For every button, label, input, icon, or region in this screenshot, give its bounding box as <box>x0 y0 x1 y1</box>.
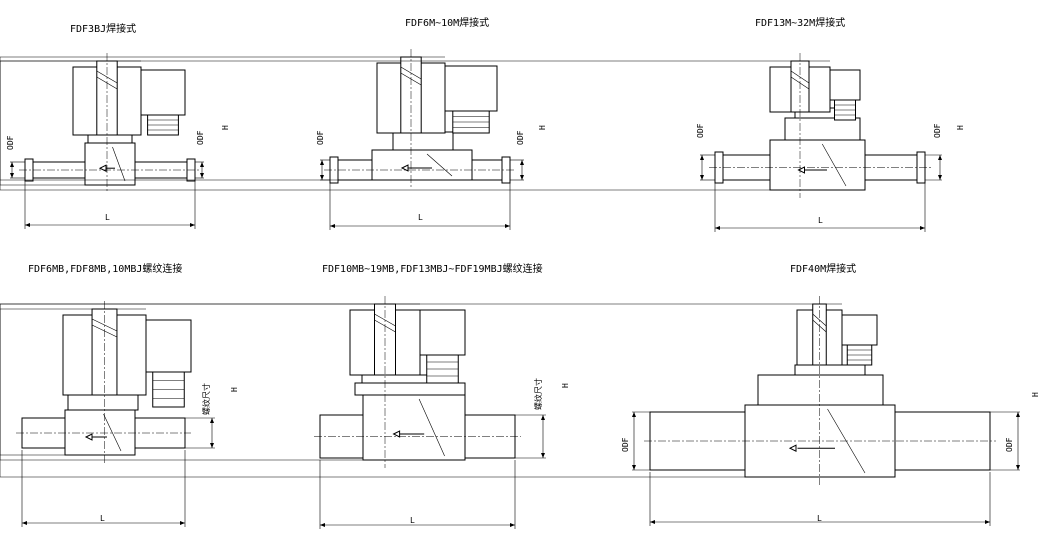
arrowhead <box>505 224 510 228</box>
arrowhead <box>25 223 30 227</box>
valve-fdf6m-10m <box>0 49 524 230</box>
dim-h-label: H <box>221 125 230 130</box>
arrowhead <box>938 175 942 180</box>
valve-flange <box>757 374 884 406</box>
arrowhead <box>541 453 545 458</box>
arrowhead <box>920 226 925 230</box>
terminal-box <box>841 314 878 346</box>
valve-flange <box>354 382 466 396</box>
valve-fdf40m <box>0 296 1020 526</box>
flow-arrow-head <box>797 166 805 174</box>
bonnet-nut <box>67 394 139 411</box>
arrowhead <box>320 160 324 165</box>
diaphragm-line <box>418 398 445 457</box>
arrowhead <box>1016 412 1020 417</box>
bonnet-nut <box>794 364 866 376</box>
bonnet-nut <box>87 134 133 144</box>
arrowhead <box>320 523 325 527</box>
terminal-box <box>419 309 466 356</box>
panel-title-fdf3bj: FDF3BJ焊接式 <box>70 22 136 35</box>
valve-fdf6mb-10mbj <box>0 301 215 527</box>
dim-h-label: H <box>561 383 570 388</box>
arrowhead <box>700 155 704 160</box>
diaphragm-line <box>112 146 126 182</box>
arrowhead <box>10 162 14 167</box>
arrowhead <box>632 465 636 470</box>
panel-title-fdf6mb-10mbj: FDF6MB,FDF8MB,10MBJ螺纹连接 <box>28 262 182 275</box>
dim-odf-label: ODF <box>696 123 705 138</box>
dim-h-label: H <box>230 387 239 392</box>
pipe-left <box>21 417 66 449</box>
diaphragm-line <box>426 153 453 177</box>
dim-odf-label: ODF <box>933 123 942 138</box>
arrowhead <box>210 443 214 448</box>
arrowhead <box>1016 465 1020 470</box>
dim-l-label: L <box>410 516 415 525</box>
arrowhead <box>520 160 524 165</box>
valve-fdf13m-32m <box>0 53 942 232</box>
valve-body <box>371 149 473 181</box>
flow-arrow-head <box>84 433 93 441</box>
flow-arrow-head <box>788 444 797 453</box>
bonnet-nut <box>392 131 454 151</box>
valve-flange <box>784 117 861 141</box>
arrowhead <box>210 418 214 423</box>
arrowhead <box>650 520 655 524</box>
diaphragm-line <box>103 413 122 452</box>
dim-h-label: H <box>956 125 965 130</box>
flow-arrow-head <box>98 164 107 173</box>
terminal-box <box>140 69 186 116</box>
dim-l-label: L <box>418 213 423 222</box>
arrowhead <box>938 155 942 160</box>
dim-h-label: H <box>538 125 547 130</box>
valve-body <box>64 409 136 456</box>
dim-l-label: L <box>105 213 110 222</box>
arrowhead <box>190 223 195 227</box>
panel-title-fdf13m-32m: FDF13M~32M焊接式 <box>755 16 845 29</box>
arrowhead <box>10 173 14 178</box>
dim-odf-label: ODF <box>6 135 15 150</box>
diaphragm-line <box>821 143 847 187</box>
dim-thread-label: 螺纹尺寸 <box>533 378 543 410</box>
arrowhead <box>330 224 335 228</box>
terminal-box <box>145 319 192 373</box>
flow-arrow-head <box>392 430 401 438</box>
panel-title-fdf6m-10m: FDF6M~10M焊接式 <box>405 16 489 29</box>
arrowhead <box>700 175 704 180</box>
arrowhead <box>510 523 515 527</box>
dim-odf-label: ODF <box>196 130 205 145</box>
arrowhead <box>22 521 27 525</box>
terminal-box <box>829 69 861 101</box>
arrowhead <box>632 412 636 417</box>
dim-odf-label: ODF <box>621 437 630 452</box>
valve-body <box>362 394 466 461</box>
flow-arrow-head <box>400 164 409 172</box>
valve-body <box>769 139 866 191</box>
arrowhead <box>200 173 204 178</box>
arrowhead <box>520 175 524 180</box>
arrowhead <box>715 226 720 230</box>
panel-title-fdf10mb-19mbj: FDF10MB~19MB,FDF13MBJ~FDF19MBJ螺纹连接 <box>322 262 543 275</box>
valve-body <box>84 142 136 186</box>
arrowhead <box>320 175 324 180</box>
valve-drawings <box>0 49 1020 529</box>
dim-l-label: L <box>817 514 822 523</box>
arrowhead <box>200 162 204 167</box>
stem-tube <box>91 308 118 396</box>
arrowhead <box>180 521 185 525</box>
panel-title-fdf40m: FDF40M焊接式 <box>790 262 856 275</box>
dim-h-label: H <box>1031 392 1040 397</box>
terminal-box <box>444 65 498 112</box>
arrowhead <box>541 415 545 420</box>
arrowhead <box>985 520 990 524</box>
dim-thread-label: 螺纹尺寸 <box>201 383 211 415</box>
valve-fdf3bj <box>0 53 204 229</box>
dim-odf-label: ODF <box>1005 437 1014 452</box>
dim-odf-label: ODF <box>316 130 325 145</box>
dim-l-label: L <box>100 514 105 523</box>
dim-l-label: L <box>818 216 823 225</box>
dim-odf-label: ODF <box>516 130 525 145</box>
